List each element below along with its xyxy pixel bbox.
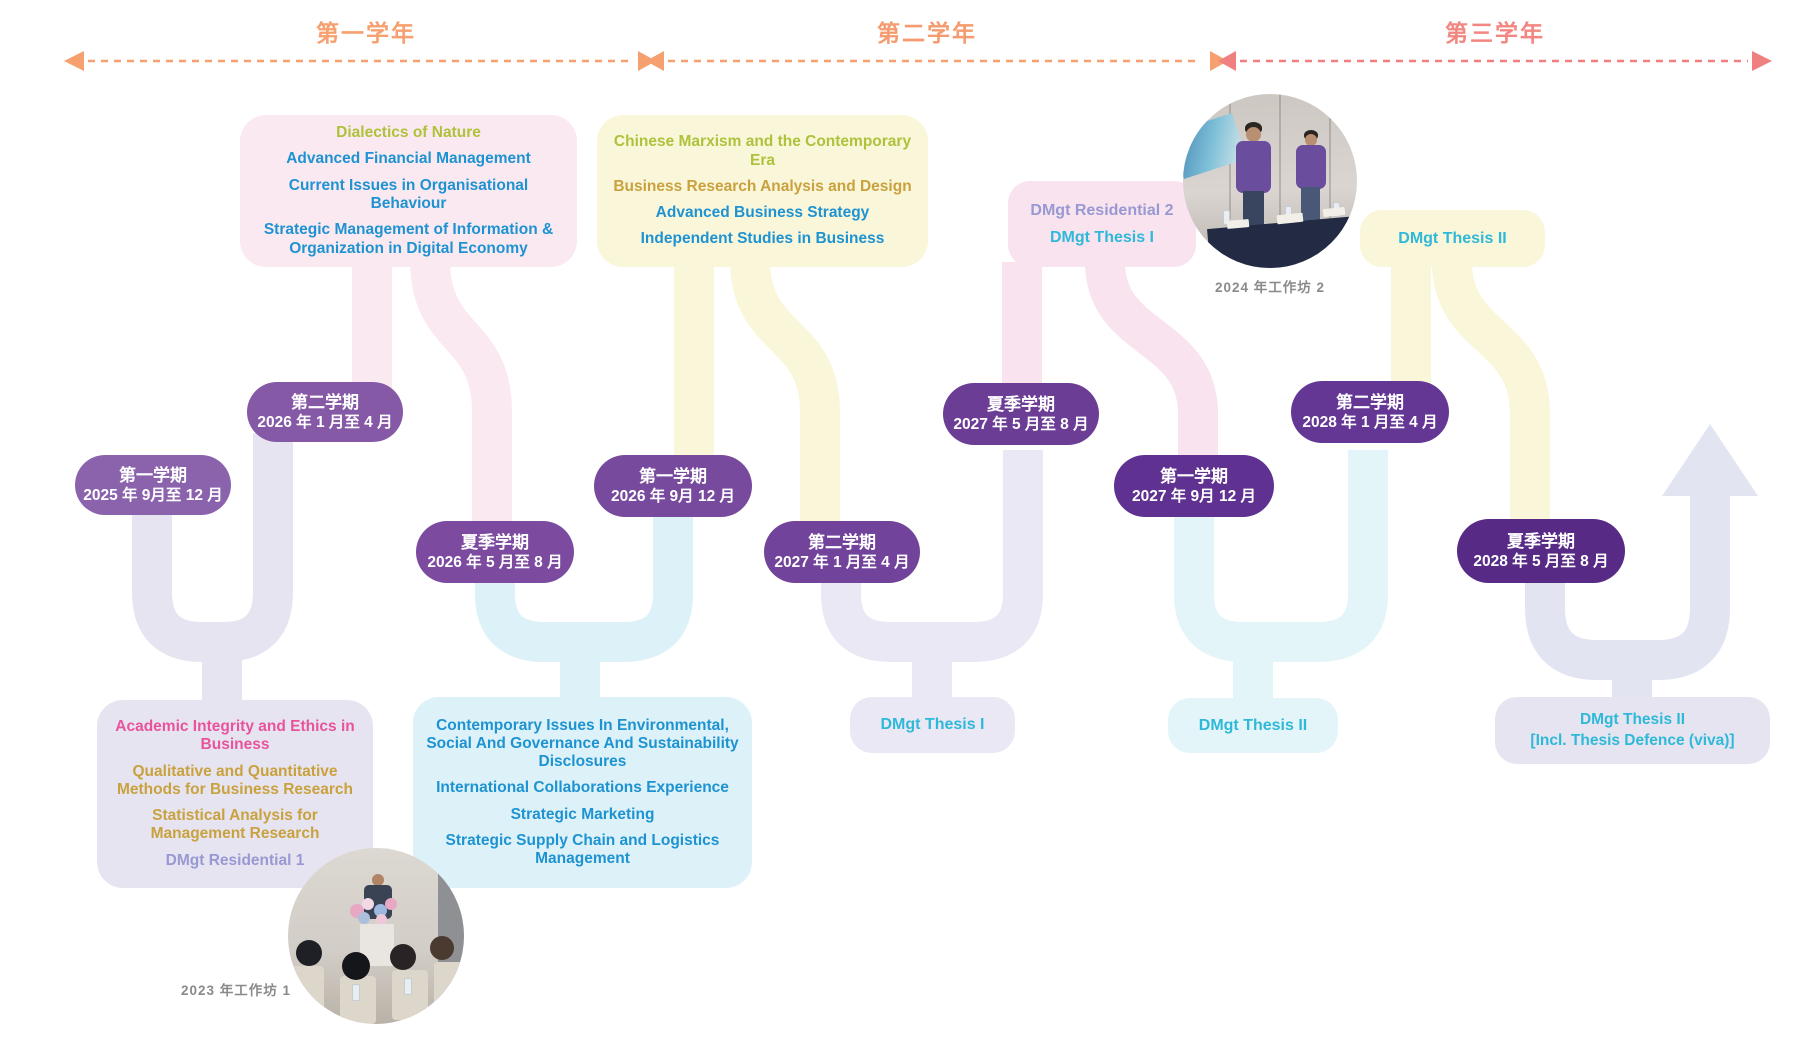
pill-summer-2027: 夏季学期 2027 年 5 月至 8 月	[943, 383, 1099, 445]
pill-summer-2028: 夏季学期 2028 年 5 月至 8 月	[1457, 519, 1625, 583]
flower	[374, 904, 387, 917]
course-line: Current Issues in Organisational Behavio…	[288, 176, 529, 212]
course-line: DMgt Residential 2	[1030, 201, 1174, 219]
pill-dates: 2027 年 9月 12 月	[1131, 487, 1257, 505]
pill-term: 第一学期	[1160, 466, 1228, 486]
pill-dates: 2027 年 1 月至 4 月	[774, 553, 910, 571]
thesis1-bottom-box: DMgt Thesis I	[850, 697, 1015, 753]
pill-dates: 2026 年 1 月至 4 月	[257, 413, 393, 431]
pill-term: 第二学期	[291, 392, 359, 412]
course-line: DMgt Thesis II	[1398, 229, 1507, 247]
connector-year3-u-cyan	[1174, 450, 1388, 662]
course-line: Statistical Analysis for Management Rese…	[150, 807, 320, 843]
course-line: DMgt Residential 1	[165, 851, 305, 869]
year1-course-box: Dialectics of Nature Advanced Financial …	[240, 115, 577, 267]
year2-course-box: Chinese Marxism and the Contemporary Era…	[597, 115, 928, 267]
course-line: Strategic Management of Information & Or…	[263, 221, 554, 257]
pill-term: 夏季学期	[987, 394, 1055, 414]
pill-dates: 2025 年 9月至 12 月	[83, 486, 223, 504]
year2-summer-box: Contemporary Issues In Environmental, So…	[413, 697, 752, 888]
workshop2-caption: 2024 年工作坊 2	[1214, 280, 1326, 295]
up-arrow-icon	[1662, 424, 1758, 496]
year2-label: 第二学年	[877, 20, 977, 46]
chair-back	[290, 966, 324, 1016]
water-bottle	[352, 984, 360, 1001]
pill-sem2-2027: 第二学期 2027 年 1 月至 4 月	[764, 521, 920, 583]
audience-head	[342, 952, 370, 980]
speaker1-jacket	[1236, 141, 1271, 193]
timeline-divider2-left-icon	[1218, 51, 1236, 71]
pill-sem1-2026: 第一学期 2026 年 9月 12 月	[594, 455, 752, 517]
thesis2-bottom-box: DMgt Thesis II	[1168, 698, 1338, 753]
residential2-box: DMgt Residential 2 DMgt Thesis I	[1008, 181, 1196, 267]
chair-back	[434, 962, 464, 1012]
speaker2-head	[1305, 134, 1317, 146]
pill-dates: 2028 年 5 月至 8 月	[1473, 552, 1609, 570]
pill-term: 第一学期	[639, 466, 707, 486]
year1-label: 第一学年	[316, 20, 416, 46]
workshop1-caption: 2023 年工作坊 1	[180, 983, 292, 998]
course-line: DMgt Thesis I	[1049, 229, 1154, 246]
pill-term: 第一学期	[119, 465, 187, 485]
course-line: Independent Studies in Business	[640, 230, 885, 248]
course-line: Strategic Supply Chain and Logistics Man…	[445, 831, 720, 868]
pill-dates: 2026 年 5 月至 8 月	[427, 553, 563, 571]
audience-head	[296, 940, 322, 966]
course-line: Chinese Marxism and the Contemporary Era	[613, 133, 912, 169]
year3-label: 第三学年	[1445, 20, 1545, 46]
thesis2-top-box: DMgt Thesis II	[1360, 210, 1545, 267]
connector-year1-s-curve	[410, 259, 512, 528]
pill-summer-2026: 夏季学期 2026 年 5 月至 8 月	[416, 521, 574, 583]
course-line: Advanced Financial Management	[286, 150, 531, 168]
water-bottle	[1223, 210, 1230, 225]
audience-head	[430, 936, 454, 960]
course-line: Qualitative and Quantitative Methods for…	[116, 762, 353, 798]
course-line: DMgt Thesis I	[880, 716, 985, 734]
connector-year2-s-yellow	[730, 259, 840, 528]
course-line: [Incl. Thesis Defence (viva)]	[1530, 731, 1735, 749]
water-bottle	[404, 978, 412, 995]
course-line: DMgt Thesis II	[1579, 711, 1686, 729]
flower	[362, 898, 374, 910]
connector-residential2-s	[1085, 260, 1218, 462]
wall-panel-line	[1279, 94, 1281, 220]
course-line: Academic Integrity and Ethics in Busines…	[115, 718, 355, 754]
course-line: Strategic Marketing	[510, 805, 655, 823]
workshop1-photo	[288, 848, 464, 1024]
connector-thesis2-s	[1432, 260, 1550, 526]
flower	[376, 914, 387, 925]
flower	[358, 912, 370, 924]
pill-sem2-2026: 第二学期 2026 年 1 月至 4 月	[247, 382, 403, 442]
pill-term: 第二学期	[1336, 392, 1404, 412]
course-line: Dialectics of Nature	[336, 124, 481, 142]
course-line: International Collaborations Experience	[436, 779, 729, 797]
speaker1-head	[1246, 127, 1261, 142]
speaker2-jacket	[1296, 145, 1326, 189]
course-line: Business Research Analysis and Design	[613, 177, 912, 195]
pill-dates: 2026 年 9月 12 月	[610, 487, 736, 505]
workshop2-photo	[1183, 94, 1357, 268]
course-line: Contemporary Issues In Environmental, So…	[426, 716, 739, 771]
pill-sem1-2025: 第一学期 2025 年 9月至 12 月	[75, 455, 231, 515]
audience-head	[390, 944, 416, 970]
wall-panel-line	[1329, 94, 1331, 220]
lecturer-head	[372, 874, 384, 886]
flower	[385, 898, 397, 910]
timeline-divider1-left-icon	[646, 51, 664, 71]
pill-sem2-2028: 第二学期 2028 年 1 月至 4 月	[1291, 381, 1449, 443]
course-line: Advanced Business Strategy	[655, 204, 870, 222]
pill-term: 夏季学期	[1507, 531, 1575, 551]
timeline-right-arrow-icon	[1752, 51, 1772, 71]
pill-dates: 2028 年 1 月至 4 月	[1302, 413, 1438, 431]
course-line: DMgt Thesis II	[1198, 716, 1308, 734]
pill-dates: 2027 年 5 月至 8 月	[953, 415, 1089, 433]
timeline-left-arrow-icon	[64, 51, 84, 71]
pill-term: 第二学期	[808, 532, 876, 552]
pill-sem1-2027: 第一学期 2027 年 9月 12 月	[1114, 455, 1274, 517]
thesis2-final-box: DMgt Thesis II [Incl. Thesis Defence (vi…	[1495, 697, 1770, 764]
pill-term: 夏季学期	[461, 532, 529, 552]
